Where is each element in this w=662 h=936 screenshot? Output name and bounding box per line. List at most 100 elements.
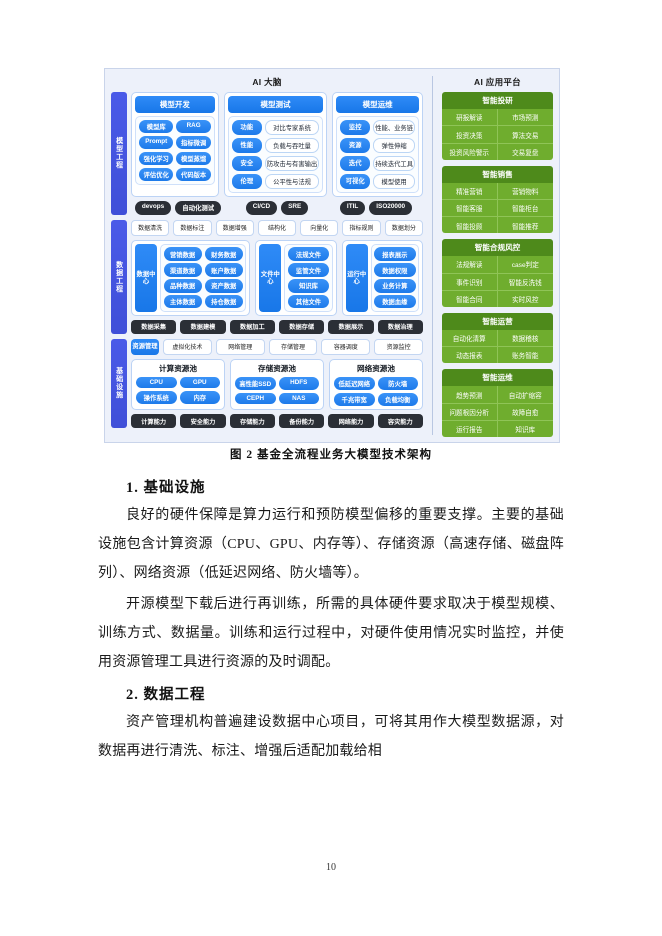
chip[interactable]: 内存: [179, 390, 220, 405]
chip[interactable]: 持仓数据: [204, 295, 243, 309]
platform-card-sales[interactable]: 智能销售 精准营销 营销物料 智能客服 智能柜台 智能投顾 智能推荐: [442, 165, 554, 234]
platform-card-research[interactable]: 智能投研 研报解读 市场预测 投资决策 算法交易 投资风险警示 交易复盘: [442, 92, 553, 160]
platform-cell[interactable]: 智能推荐: [498, 217, 554, 233]
data-tag[interactable]: 向量化: [300, 219, 339, 236]
chip[interactable]: 法规文件: [287, 247, 330, 261]
chip[interactable]: 财务数据: [204, 247, 243, 261]
chip[interactable]: 强化学习: [139, 151, 174, 166]
capability-tag[interactable]: 数据存储: [278, 319, 325, 334]
chip-value[interactable]: 持续迭代工具: [373, 155, 415, 172]
chip[interactable]: GPU: [179, 376, 220, 389]
platform-cell[interactable]: 动态报表: [442, 347, 498, 364]
chip[interactable]: 业务计算: [374, 279, 416, 293]
chip[interactable]: Prompt: [139, 135, 174, 150]
chip[interactable]: 指标微调: [176, 135, 211, 150]
platform-cell[interactable]: 数据稽核: [497, 330, 553, 348]
resource-tag[interactable]: 存储管理: [268, 338, 318, 355]
standard-tag[interactable]: ITIL: [339, 201, 366, 215]
data-tag[interactable]: 数据标注: [173, 219, 212, 236]
capability-tag[interactable]: 数据展示: [328, 319, 374, 334]
platform-cell[interactable]: 研报解读: [442, 109, 498, 127]
chip[interactable]: 模型蒸馏: [176, 151, 211, 166]
chip-value[interactable]: 公平性与法规: [264, 173, 320, 189]
platform-cell[interactable]: 智能合同: [442, 290, 498, 307]
capability-tag[interactable]: 容灾能力: [377, 414, 423, 428]
platform-card-compliance[interactable]: 智能合规风控 法规解读 case判定 事件识别 智能反洗钱 智能合同 实时风控: [442, 239, 553, 307]
chip[interactable]: 知识库: [287, 279, 330, 293]
platform-cell[interactable]: 市场预测: [497, 109, 553, 127]
platform-cell[interactable]: 实时风控: [498, 291, 554, 307]
chip[interactable]: 账户数据: [204, 263, 243, 277]
chip[interactable]: 代码版本: [176, 167, 211, 181]
chip-key[interactable]: 性能: [231, 137, 262, 154]
standard-tag[interactable]: SRE: [281, 201, 309, 215]
platform-cell[interactable]: 投资决策: [442, 126, 498, 144]
chip[interactable]: 资产数据: [204, 279, 243, 293]
chip[interactable]: 评估优化: [139, 167, 174, 181]
chip[interactable]: NAS: [278, 392, 319, 405]
platform-cell[interactable]: 营销物料: [497, 183, 553, 200]
platform-cell[interactable]: 智能反洗钱: [497, 274, 553, 291]
chip[interactable]: 报表展示: [374, 247, 416, 261]
standard-tag[interactable]: devops: [134, 201, 172, 215]
data-tag[interactable]: 数据划分: [384, 219, 423, 236]
platform-card-maintenance[interactable]: 智能运维 趋势预测 自动扩缩容 问题根因分析 故障自愈 运行报告 知识库: [442, 369, 553, 437]
chip[interactable]: 营销数据: [163, 247, 202, 261]
platform-cell[interactable]: 知识库: [498, 421, 554, 437]
standard-tag[interactable]: 自动化测试: [175, 201, 222, 215]
chip[interactable]: 低延迟网络: [334, 376, 375, 391]
resource-tag[interactable]: 网络管理: [215, 338, 265, 355]
chip[interactable]: 千兆带宽: [334, 392, 375, 407]
platform-cell[interactable]: 智能柜台: [497, 200, 553, 218]
data-tag[interactable]: 数据清洗: [131, 219, 170, 236]
chip[interactable]: 数据权限: [374, 263, 416, 277]
chip-value[interactable]: 防攻击与有害输出: [264, 155, 320, 172]
data-tag[interactable]: 数据增强: [215, 219, 254, 236]
platform-cell[interactable]: 自动化清算: [442, 329, 498, 348]
platform-cell[interactable]: 账务智能: [498, 347, 554, 363]
platform-cell[interactable]: 故障自愈: [497, 404, 553, 422]
chip-key[interactable]: 安全: [231, 155, 262, 172]
chip[interactable]: 监管文件: [287, 263, 330, 277]
platform-cell[interactable]: 算法交易: [497, 126, 553, 144]
platform-cell[interactable]: 交易复盘: [498, 144, 554, 160]
capability-tag[interactable]: 安全能力: [180, 414, 226, 428]
chip[interactable]: CEPH: [235, 392, 276, 405]
data-tag[interactable]: 结构化: [257, 219, 297, 236]
chip-key[interactable]: 功能: [231, 120, 262, 136]
chip-value[interactable]: 模型使用: [373, 173, 415, 189]
chip-value[interactable]: 弹性伸缩: [373, 137, 415, 154]
chip[interactable]: 品种数据: [163, 279, 202, 293]
capability-tag[interactable]: 数据治理: [377, 319, 423, 334]
chip[interactable]: 主体数据: [163, 295, 202, 309]
chip[interactable]: CPU: [136, 376, 177, 389]
chip-value[interactable]: 性能、业务链: [373, 120, 415, 136]
capability-tag[interactable]: 数据采集: [131, 319, 177, 334]
chip-key[interactable]: 迭代: [340, 155, 371, 172]
capability-tag[interactable]: 备份能力: [278, 414, 325, 428]
chip-value[interactable]: 负载与吞吐量: [264, 137, 320, 154]
chip[interactable]: 渠道数据: [163, 263, 202, 277]
capability-tag[interactable]: 存储能力: [229, 414, 275, 428]
chip-key[interactable]: 可视化: [340, 173, 371, 189]
platform-cell[interactable]: 智能客服: [442, 199, 498, 218]
resource-tag[interactable]: 虚拟化技术: [163, 338, 212, 355]
standard-tag[interactable]: CI/CD: [245, 201, 278, 215]
platform-cell[interactable]: 智能投顾: [442, 217, 498, 234]
chip[interactable]: 其他文件: [287, 295, 330, 309]
chip[interactable]: HDFS: [278, 376, 319, 391]
chip-key[interactable]: 伦理: [231, 173, 262, 189]
chip[interactable]: 高性能SSD: [235, 376, 276, 391]
resource-tag[interactable]: 资源监控: [374, 338, 423, 355]
resource-tag[interactable]: 容器调度: [321, 338, 371, 355]
chip[interactable]: 防火墙: [377, 376, 418, 391]
platform-cell[interactable]: 自动扩缩容: [497, 386, 553, 404]
platform-cell[interactable]: case判定: [497, 256, 553, 274]
capability-tag[interactable]: 计算能力: [131, 414, 177, 428]
platform-card-operations[interactable]: 智能运营 自动化清算 数据稽核 动态报表 账务智能: [442, 312, 554, 364]
chip[interactable]: 数据血缘: [374, 295, 416, 309]
chip-key[interactable]: 资源: [340, 137, 371, 154]
capability-tag[interactable]: 数据建模: [180, 319, 226, 334]
capability-tag[interactable]: 网络能力: [328, 414, 374, 428]
capability-tag[interactable]: 数据加工: [229, 319, 275, 334]
